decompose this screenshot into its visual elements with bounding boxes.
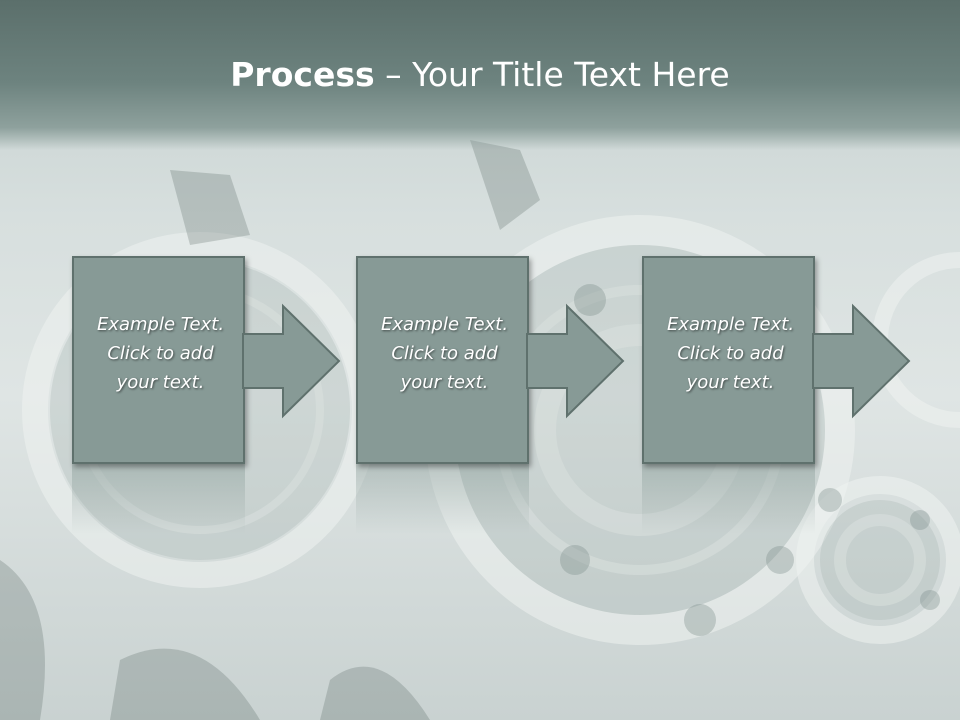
step-text[interactable]: Example Text. Click to add your text. [380, 314, 509, 393]
right-arrow-icon [526, 303, 625, 419]
slide-title[interactable]: Process – Your Title Text Here [0, 50, 960, 100]
title-bar [0, 0, 960, 150]
right-arrow-icon [242, 303, 341, 419]
step-reflection [642, 464, 815, 534]
step-box[interactable]: Example Text. Click to add your text. [356, 256, 529, 464]
step-text[interactable]: Example Text. Click to add your text. [666, 314, 795, 393]
title-rest: – Your Title Text Here [374, 55, 730, 94]
right-arrow-icon [812, 303, 911, 419]
title-bold: Process [230, 55, 375, 94]
step-text[interactable]: Example Text. Click to add your text. [96, 314, 225, 393]
step-reflection [356, 464, 529, 534]
step-reflection [72, 464, 245, 534]
step-box[interactable]: Example Text. Click to add your text. [72, 256, 245, 464]
step-box[interactable]: Example Text. Click to add your text. [642, 256, 815, 464]
